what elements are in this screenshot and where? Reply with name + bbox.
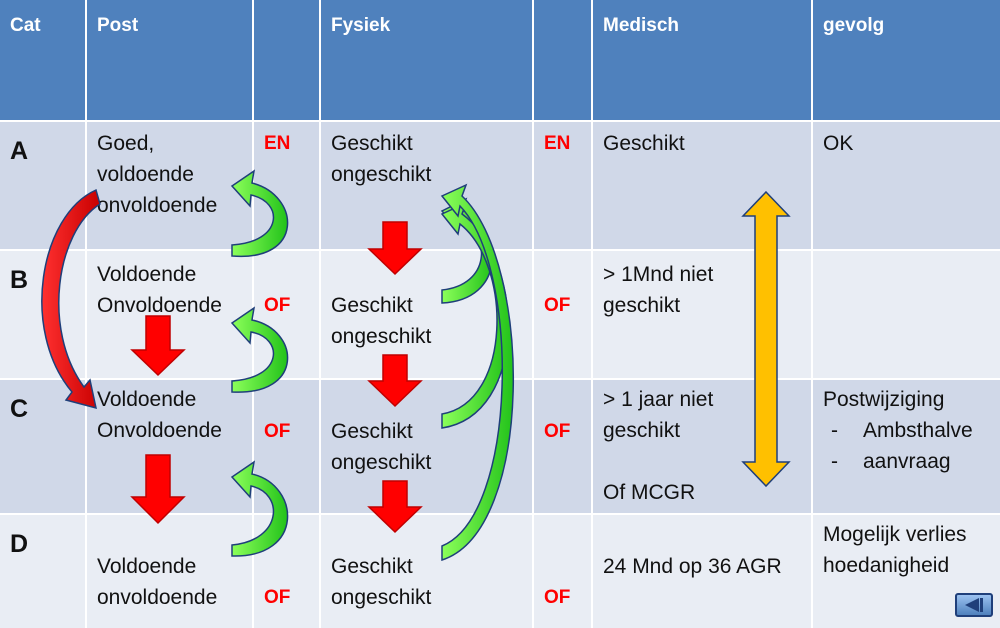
header-fysiek: Fysiek: [321, 0, 532, 120]
row-d-conj-2: OF: [534, 515, 591, 628]
row-a-conj-2: EN: [534, 122, 591, 249]
row-c-medisch-line: [603, 446, 801, 477]
header-post: Post: [87, 0, 252, 120]
row-c-post-line: Voldoende: [97, 388, 197, 411]
row-a-conj-1: EN: [254, 122, 319, 249]
list-item: - aanvraag: [823, 446, 1000, 477]
row-d-medisch-line: 24 Mnd op 36 AGR: [603, 555, 782, 578]
row-c-medisch: > 1 jaar niet geschikt Of MCGR: [593, 380, 811, 513]
row-d-post: Voldoende onvoldoende: [87, 515, 252, 628]
row-d-gevolg: Mogelijk verlies hoedanigheid: [813, 515, 1000, 628]
row-b-fysiek-line: Geschikt: [331, 294, 413, 317]
header-cat: Cat: [0, 0, 85, 120]
list-marker: -: [831, 419, 838, 442]
row-a-post-line: voldoende: [97, 163, 194, 186]
row-a-post-line: Goed,: [97, 132, 155, 155]
row-d-post-line: Voldoende: [97, 555, 197, 578]
row-c-medisch-line: geschikt: [603, 419, 681, 442]
row-b-conj-2: OF: [534, 251, 591, 378]
row-d-fysiek-line: ongeschikt: [331, 586, 432, 609]
row-a-fysiek-line: ongeschikt: [331, 163, 432, 186]
row-d-cat: D: [0, 515, 85, 628]
row-d-fysiek: Geschikt ongeschikt: [321, 515, 532, 628]
row-b-conj-1: OF: [254, 251, 319, 378]
row-c-medisch-line: Of MCGR: [603, 481, 696, 504]
row-a-cat: A: [0, 122, 85, 249]
row-d-medisch: 24 Mnd op 36 AGR: [593, 515, 811, 628]
list-marker: -: [831, 450, 838, 473]
row-b-fysiek-line: ongeschikt: [331, 325, 432, 348]
list-item: - Ambsthalve: [823, 415, 1000, 446]
row-c-conj-1: OF: [254, 380, 319, 513]
row-d-gevolg-line: hoedanigheid: [823, 554, 950, 577]
back-nav-button[interactable]: [955, 593, 993, 617]
list-item-text: Ambsthalve: [863, 419, 973, 442]
row-a-gevolg: OK: [813, 122, 1000, 249]
row-c-medisch-line: > 1 jaar niet: [603, 388, 714, 411]
row-d-gevolg-line: Mogelijk verlies: [823, 523, 967, 546]
row-a-gevolg-line: OK: [823, 132, 854, 155]
row-c-gevolg: Postwijziging - Ambsthalve - aanvraag: [813, 380, 1000, 513]
row-a-post: Goed, voldoende onvoldoende: [87, 122, 252, 249]
row-a-fysiek: Geschikt ongeschikt: [321, 122, 532, 249]
row-b-post-line: Onvoldoende: [97, 294, 222, 317]
row-c-post-line: Onvoldoende: [97, 419, 222, 442]
row-b-cat: B: [0, 251, 85, 378]
header-conj-1: [254, 0, 319, 120]
row-b-medisch-line: geschikt: [603, 294, 681, 317]
row-b-fysiek: Geschikt ongeschikt: [321, 251, 532, 378]
row-c-fysiek-line: Geschikt: [331, 420, 413, 443]
row-b-medisch: > 1Mnd niet geschikt: [593, 251, 811, 378]
row-b-gevolg: [813, 251, 1000, 378]
header-gevolg: gevolg: [813, 0, 1000, 120]
list-item-text: aanvraag: [863, 450, 951, 473]
row-c-post: Voldoende Onvoldoende: [87, 380, 252, 513]
row-c-fysiek-line: ongeschikt: [331, 451, 432, 474]
row-d-conj-1: OF: [254, 515, 319, 628]
row-a-medisch-line: Geschikt: [603, 132, 685, 155]
row-b-post-line: Voldoende: [97, 263, 197, 286]
row-c-fysiek: Geschikt ongeschikt: [321, 380, 532, 513]
row-a-fysiek-line: Geschikt: [331, 132, 413, 155]
row-a-post-line: onvoldoende: [97, 194, 218, 217]
header-conj-2: [534, 0, 591, 120]
row-c-gevolg-line: Postwijziging: [823, 388, 945, 411]
row-a-medisch: Geschikt: [593, 122, 811, 249]
row-b-medisch-line: > 1Mnd niet: [603, 263, 714, 286]
header-medisch: Medisch: [593, 0, 811, 120]
row-d-fysiek-line: Geschikt: [331, 555, 413, 578]
row-c-conj-2: OF: [534, 380, 591, 513]
row-d-post-line: onvoldoende: [97, 586, 218, 609]
back-nav-icon: [965, 598, 983, 612]
row-b-post: Voldoende Onvoldoende: [87, 251, 252, 378]
gevolg-bullet-list: - Ambsthalve - aanvraag: [823, 415, 1000, 477]
row-c-cat: C: [0, 380, 85, 513]
